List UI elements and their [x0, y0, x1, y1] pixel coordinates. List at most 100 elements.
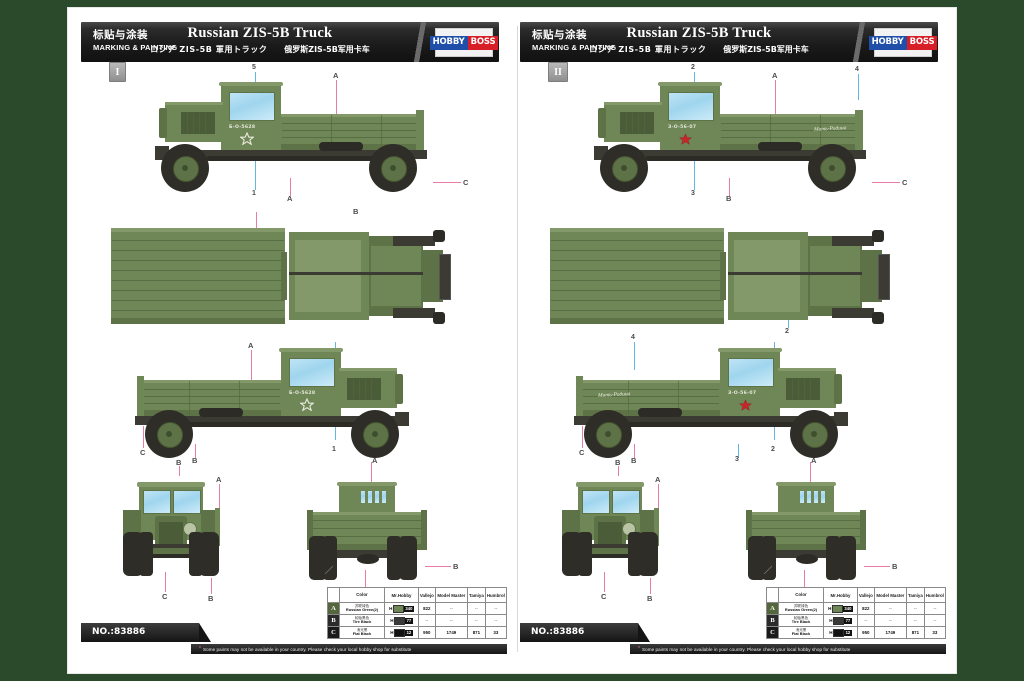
th-humbrol: Humbrol	[923, 587, 947, 603]
th-model-master: Model Master	[873, 587, 908, 603]
view-side-right-facing-1: 5 1 A A C Б-О-5628	[103, 64, 499, 203]
callout-label-c-2b: C	[579, 448, 585, 457]
color-reference-table-2: Color Mr.Hobby Vallejo Model Master Tami…	[766, 587, 947, 639]
table-header-row: Color Mr.Hobby Vallejo Model Master Tami…	[766, 587, 947, 603]
row-hobby-swatch	[392, 604, 404, 613]
view-front-2: B A C B	[560, 458, 690, 603]
callout-label-a-1: A	[333, 71, 339, 80]
row-color-name: 消光黑 Flat Black	[778, 626, 824, 639]
row-hobby-code: 12	[844, 629, 852, 636]
row-hobby-swatch	[831, 604, 843, 613]
table-header-row: Color Mr.Hobby Vallejo Model Master Tami…	[327, 587, 508, 603]
callout-number-4b: 4	[631, 334, 635, 341]
row-color-name-cn: 轮胎黑色	[793, 616, 809, 621]
table-row: B 轮胎黑色 Tire Black H 77 -- -- --	[327, 614, 508, 627]
leader-line-a-front	[219, 484, 220, 512]
star-emblem-2b	[738, 398, 753, 416]
row-hobby-code: 77	[405, 617, 413, 624]
row-hobby-code: 12	[405, 629, 413, 636]
row-tamiya: 871	[467, 626, 486, 639]
leader-line-c-rear	[365, 570, 366, 590]
callout-number-3: 3	[691, 190, 695, 197]
row-model-master: --	[434, 614, 469, 627]
row-humbrol: --	[484, 614, 508, 627]
view-top-plan-1: B	[103, 207, 499, 330]
row-hobby-swatch	[394, 628, 406, 637]
callout-label-a-2: A	[287, 194, 293, 203]
row-color-name-en: Tire Black	[352, 619, 372, 625]
callout-label-b-2b: B	[631, 456, 637, 465]
leader-line-a-3	[251, 350, 252, 384]
leader-line-b-rear-2	[864, 566, 890, 567]
row-tamiya: --	[906, 614, 925, 627]
scheme-marker-roman-2: II	[548, 62, 568, 82]
logo-text-hobby: HOBBY	[429, 35, 468, 50]
row-tamiya: --	[467, 614, 486, 627]
callout-label-b-rear: B	[453, 562, 459, 571]
header-subtitle-jp: ロシア ZIS-5B 軍用トラック	[150, 45, 268, 54]
row-color-name-cn: 消光黑	[795, 628, 807, 633]
leader-line-b-rear	[425, 566, 451, 567]
callout-label-a-front: A	[216, 475, 222, 484]
disclaimer-text: Some paints may not be available in your…	[203, 646, 412, 652]
callout-number-1: 1	[252, 190, 256, 197]
header-en-label: MARKING & PAINTING	[93, 43, 178, 52]
row-tamiya: --	[906, 602, 925, 615]
header-cn-label-2: 标贴与涂装	[532, 29, 587, 41]
callout-label-c-front-2: C	[601, 592, 607, 601]
table-corner-decoration	[325, 566, 333, 574]
row-color-name: 轮胎黑色 Tire Black	[778, 614, 824, 627]
callout-number-2b: 2	[771, 446, 775, 453]
panel-scheme-2: 标贴与涂装 MARKING & PAINTING Russian ZIS-5B …	[520, 22, 950, 656]
row-vallejo: --	[857, 614, 875, 627]
part-number-badge-2: NO.:83886	[520, 623, 650, 642]
header-slant-decoration-2	[846, 22, 872, 62]
vehicle-marking-1b: Б-О-5628	[289, 391, 316, 396]
header-bar-2: 标贴与涂装 MARKING & PAINTING Russian ZIS-5B …	[520, 22, 938, 62]
star-emblem-1b	[298, 397, 316, 416]
leader-line-b-front-2	[618, 466, 619, 476]
disclaimer-bar-2: * Some paints may not be available in yo…	[630, 644, 946, 654]
row-color-name-en: Russian Green(2)	[784, 607, 818, 613]
row-humbrol: 33	[484, 626, 508, 639]
callout-label-b-front-2: B	[615, 458, 621, 467]
callout-number-3b: 3	[735, 456, 739, 463]
leader-line-3	[694, 152, 695, 190]
row-color-name-en: Tire Black	[791, 619, 811, 625]
page-title-2: Russian ZIS-5B Truck	[626, 25, 772, 41]
row-hobby-prefix: H	[829, 630, 833, 635]
row-letter: A	[327, 602, 340, 615]
callout-label-a-3: A	[248, 341, 254, 350]
row-color-name-cn: 消光黑	[356, 628, 368, 633]
table-row: A 苏联绿色 Russian Green(2) H 340 822 --	[766, 602, 947, 615]
row-humbrol: --	[923, 614, 947, 627]
row-tamiya: 871	[906, 626, 925, 639]
callout-label-a-4: A	[372, 456, 378, 465]
leader-line-c-front-2	[604, 572, 605, 592]
callout-number-4: 4	[855, 66, 859, 73]
callout-label-b-front2: B	[208, 594, 214, 603]
th-mr-hobby: Mr.Hobby	[384, 587, 419, 603]
leader-line-b-front2-2	[650, 578, 651, 594]
scheme-marker-roman: I	[109, 62, 126, 82]
header-en-label-2: MARKING & PAINTING	[532, 43, 617, 52]
th-mr-hobby: Mr.Hobby	[823, 587, 858, 603]
row-model-master: --	[873, 614, 908, 627]
callout-label-c-1: C	[463, 178, 469, 187]
leader-line-b-1b	[729, 178, 730, 196]
callout-label-a-4b: A	[811, 456, 817, 465]
header-subtitle-cn-2: 俄罗斯ZIS-5B军用卡车	[723, 45, 809, 54]
row-color-name: 苏联绿色 Russian Green(2)	[339, 602, 385, 615]
row-color-name-en: Flat Black	[352, 631, 372, 637]
callout-label-c-2: C	[140, 448, 146, 457]
leader-line-a-1	[336, 80, 337, 114]
row-vallejo: --	[418, 614, 436, 627]
row-mr-hobby: H 77	[823, 614, 858, 627]
disclaimer-text-2: Some paints may not be available in your…	[642, 646, 851, 652]
row-hobby-prefix: H	[828, 606, 832, 611]
view-rear-1: B C	[303, 462, 458, 600]
row-color-name: 消光黑 Flat Black	[339, 626, 385, 639]
row-letter: C	[327, 626, 340, 639]
row-color-name-en: Flat Black	[791, 631, 811, 637]
leader-line-4b	[634, 342, 635, 370]
